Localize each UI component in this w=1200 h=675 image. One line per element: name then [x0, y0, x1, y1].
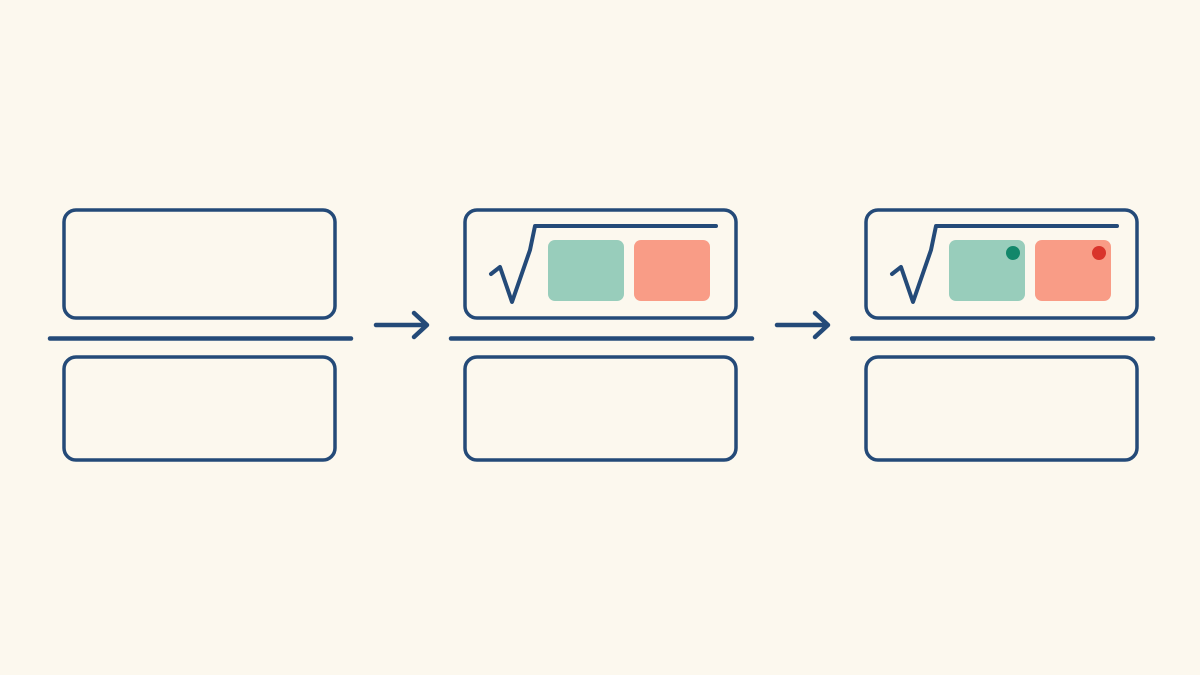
panel-step-1	[47, 208, 354, 462]
denominator-box	[864, 355, 1139, 462]
green-block	[548, 240, 624, 301]
panel-step-3	[849, 208, 1156, 462]
radical-sign-icon	[489, 224, 718, 304]
radical-sign-icon	[890, 224, 1119, 304]
salmon-block	[1035, 240, 1111, 301]
arrow-step-2-to-3	[774, 310, 831, 340]
denominator-box	[463, 355, 738, 462]
denominator-box	[62, 355, 337, 462]
arrow-step-1-to-2	[373, 310, 430, 340]
green-dot	[1006, 246, 1020, 260]
numerator-box	[864, 208, 1139, 320]
arrow-right-icon	[774, 310, 831, 340]
numerator-box	[62, 208, 337, 320]
salmon-block	[634, 240, 710, 301]
red-dot	[1092, 246, 1106, 260]
green-block	[949, 240, 1025, 301]
arrow-right-icon	[373, 310, 430, 340]
panel-step-2	[448, 208, 755, 462]
numerator-box	[463, 208, 738, 320]
